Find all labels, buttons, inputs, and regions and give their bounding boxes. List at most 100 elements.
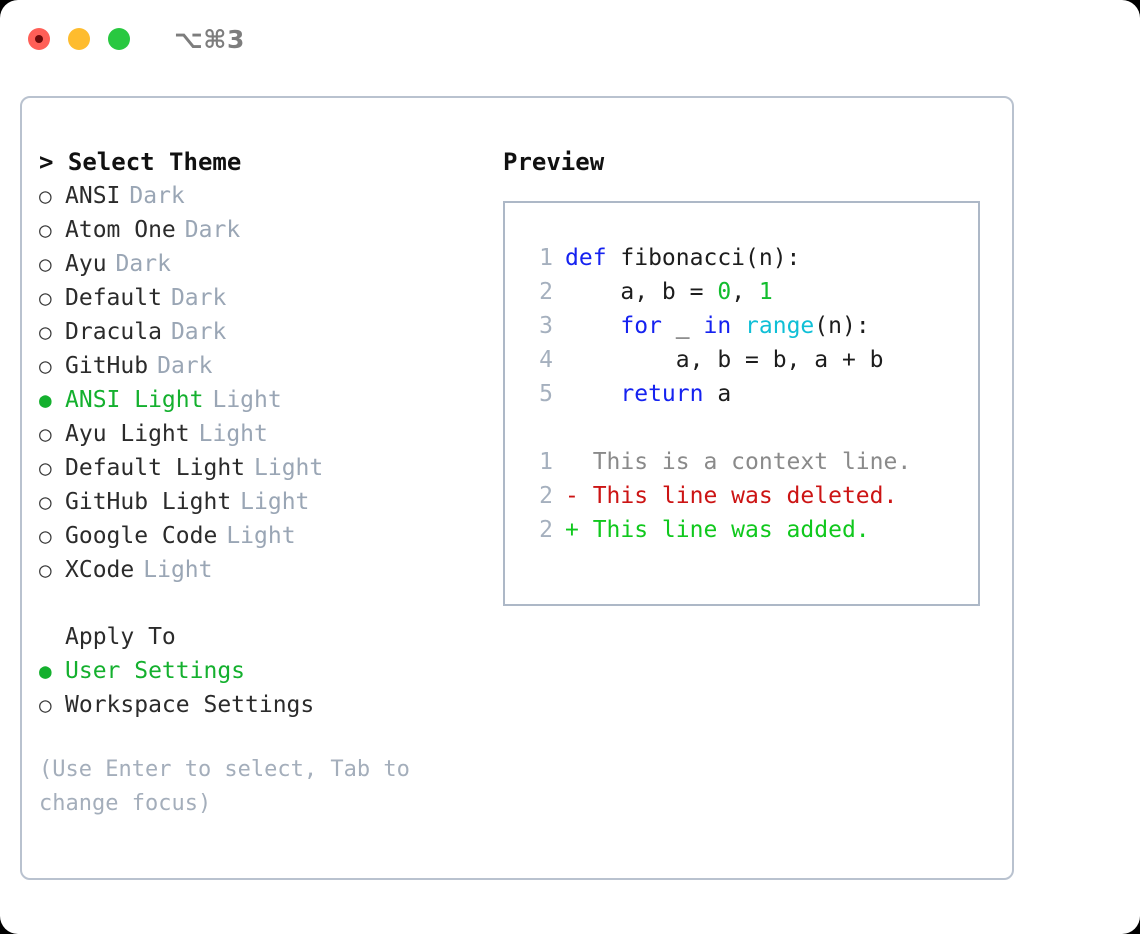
code-text: for _ in range(n): <box>565 309 870 343</box>
theme-variant-label: Dark <box>170 285 227 311</box>
token-num: 1 <box>758 279 773 305</box>
token-kw: for <box>620 313 662 339</box>
theme-name-label: ANSI Light <box>65 387 204 413</box>
theme-option-ayu-light[interactable]: ○ Ayu Light Light <box>39 417 489 451</box>
radio-unselected-icon: ○ <box>39 422 52 446</box>
preview-heading: Preview <box>503 148 605 176</box>
line-number: 3 <box>539 313 553 339</box>
code-line: 1 def fibonacci(n): <box>523 241 978 275</box>
radio-unselected-icon: ○ <box>39 524 52 548</box>
theme-variant-label: Dark <box>129 183 185 209</box>
theme-option-google-code[interactable]: ○ Google Code Light <box>39 519 489 553</box>
theme-variant-label: Light <box>240 489 310 515</box>
code-line: 4 a, b = b, a + b <box>523 343 978 377</box>
token-plain: a, b = <box>565 279 718 305</box>
diff-text: This is a context line. <box>565 449 912 475</box>
theme-name-label: GitHub Light <box>65 489 232 515</box>
theme-name-label: Ayu Light <box>65 421 190 447</box>
token-plain <box>565 313 620 339</box>
theme-name-label: Dracula <box>65 319 162 345</box>
radio-unselected-icon: ○ <box>39 456 52 480</box>
maximize-button[interactable] <box>108 28 130 50</box>
theme-name-label: GitHub <box>65 353 149 379</box>
code-text: return a <box>565 377 731 411</box>
code-line: 5 return a <box>523 377 978 411</box>
token-plain: (n): <box>814 313 870 339</box>
diff-text: - This line was deleted. <box>565 483 898 509</box>
apply-to-option-workspace-settings[interactable]: ○ Workspace Settings <box>39 688 489 722</box>
apply-to-label: User Settings <box>65 658 246 684</box>
theme-variant-label: Dark <box>170 319 227 345</box>
diff-line-del: 2 - This line was deleted. <box>523 479 978 513</box>
line-number: 1 <box>539 449 553 475</box>
line-number: 2 <box>539 483 553 509</box>
token-plain: a, b = b, a + b <box>565 347 884 373</box>
minimize-button[interactable] <box>68 28 90 50</box>
code-text: def fibonacci(n): <box>565 241 800 275</box>
radio-unselected-icon: ○ <box>39 286 52 310</box>
token-num: 0 <box>717 279 732 305</box>
window-titlebar: ⌥⌘3 <box>0 0 1140 78</box>
line-number: 1 <box>539 245 553 271</box>
theme-option-default[interactable]: ○ Default Dark <box>39 281 489 315</box>
token-kw: def <box>565 245 621 271</box>
theme-name-label: XCode <box>65 557 135 583</box>
theme-option-github[interactable]: ○ GitHub Dark <box>39 349 489 383</box>
diff-line-context: 1 This is a context line. <box>523 445 978 479</box>
theme-name-label: Atom One <box>65 217 176 243</box>
theme-name-label: ANSI <box>65 183 121 209</box>
radio-selected-icon: ● <box>39 388 52 412</box>
token-plain: fibonacci(n): <box>620 245 801 271</box>
token-plain: , <box>731 279 759 305</box>
keyboard-shortcut-label: ⌥⌘3 <box>174 24 245 54</box>
line-number: 4 <box>539 347 553 373</box>
theme-variant-label: Light <box>198 421 268 447</box>
token-plain: _ <box>661 313 704 339</box>
theme-variant-label: Dark <box>184 217 241 243</box>
theme-name-label: Ayu <box>65 251 107 277</box>
theme-name-label: Google Code <box>65 523 218 549</box>
radio-unselected-icon: ○ <box>39 490 52 514</box>
apply-to-list[interactable]: ● User Settings ○ Workspace Settings <box>39 654 489 722</box>
theme-name-label: Default <box>65 285 162 311</box>
apply-to-heading: Apply To <box>65 624 176 650</box>
theme-option-dracula[interactable]: ○ Dracula Dark <box>39 315 489 349</box>
select-theme-heading: > Select Theme <box>39 148 242 176</box>
token-plain <box>565 381 620 407</box>
radio-unselected-icon: ○ <box>39 320 52 344</box>
apply-to-label: Workspace Settings <box>65 692 315 718</box>
theme-variant-label: Dark <box>157 353 213 379</box>
keyboard-hint-text: (Use Enter to select, Tab to change focu… <box>39 757 424 816</box>
line-number: 2 <box>539 517 553 543</box>
radio-selected-icon: ● <box>39 659 52 683</box>
theme-variant-label: Light <box>254 455 324 481</box>
close-button[interactable] <box>28 28 50 50</box>
line-number: 2 <box>539 279 553 305</box>
token-fn: range <box>745 313 815 339</box>
token-kw: in <box>703 313 732 339</box>
code-line: 2 a, b = 0, 1 <box>523 275 978 309</box>
apply-to-option-user-settings[interactable]: ● User Settings <box>39 654 489 688</box>
radio-unselected-icon: ○ <box>39 354 52 378</box>
code-text: a, b = 0, 1 <box>565 275 773 309</box>
diff-line-add: 2+ This line was added. <box>523 513 978 547</box>
radio-unselected-icon: ○ <box>39 693 52 717</box>
code-line: 3 for _ in range(n): <box>523 309 978 343</box>
theme-option-github-light[interactable]: ○ GitHub Light Light <box>39 485 489 519</box>
window-controls <box>28 28 130 50</box>
radio-unselected-icon: ○ <box>39 252 52 276</box>
theme-variant-label: Light <box>226 523 296 549</box>
